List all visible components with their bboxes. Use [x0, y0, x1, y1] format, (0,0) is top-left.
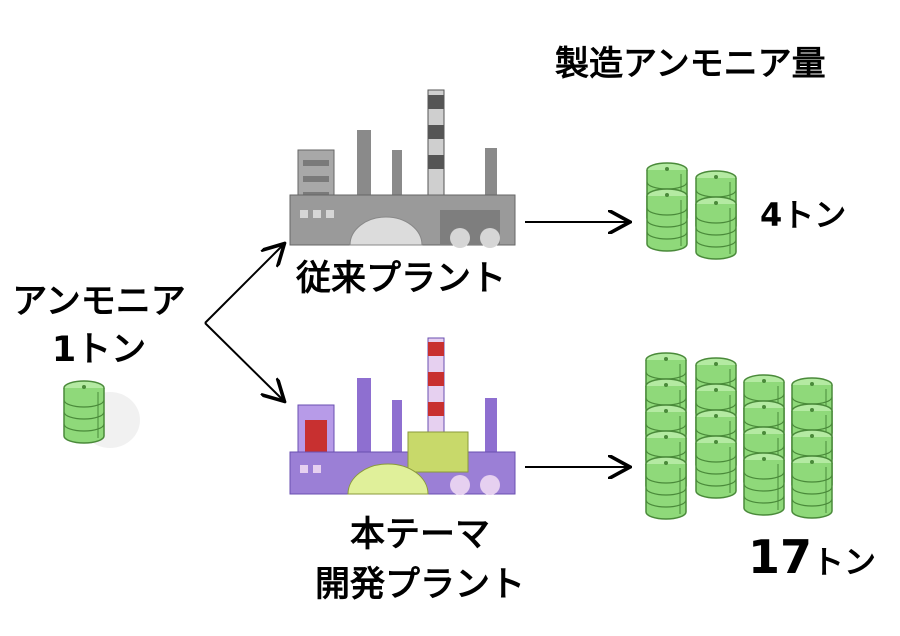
new-output-unit: トン — [812, 543, 877, 581]
input-line-1: アンモニア — [12, 282, 186, 322]
conventional-plant-icon — [289, 89, 516, 248]
new-plant-line-1: 本テーマ — [349, 515, 490, 555]
arrow-to-new — [204, 322, 283, 400]
new-output-tanks — [645, 352, 833, 520]
new-output-amount: 17トン — [748, 530, 876, 584]
new-plant-line-2: 開発プラント — [314, 565, 525, 605]
branch-arrows — [204, 245, 283, 400]
input-label: アンモニア 1トン — [8, 278, 190, 374]
conventional-output-tanks — [646, 162, 737, 260]
arrow-to-conventional — [204, 245, 283, 324]
input-tank — [63, 380, 140, 448]
conventional-plant-label: 従来プラント — [296, 259, 507, 299]
conventional-output-amount: 4トン — [760, 196, 847, 234]
new-plant-icon — [289, 337, 516, 495]
new-plant-label: 本テーマ 開発プラント — [290, 510, 550, 610]
output-arrows — [525, 222, 628, 467]
new-output-number: 17 — [748, 530, 813, 584]
input-line-2: 1トン — [51, 330, 147, 370]
heading: 製造アンモニア量 — [555, 44, 826, 84]
